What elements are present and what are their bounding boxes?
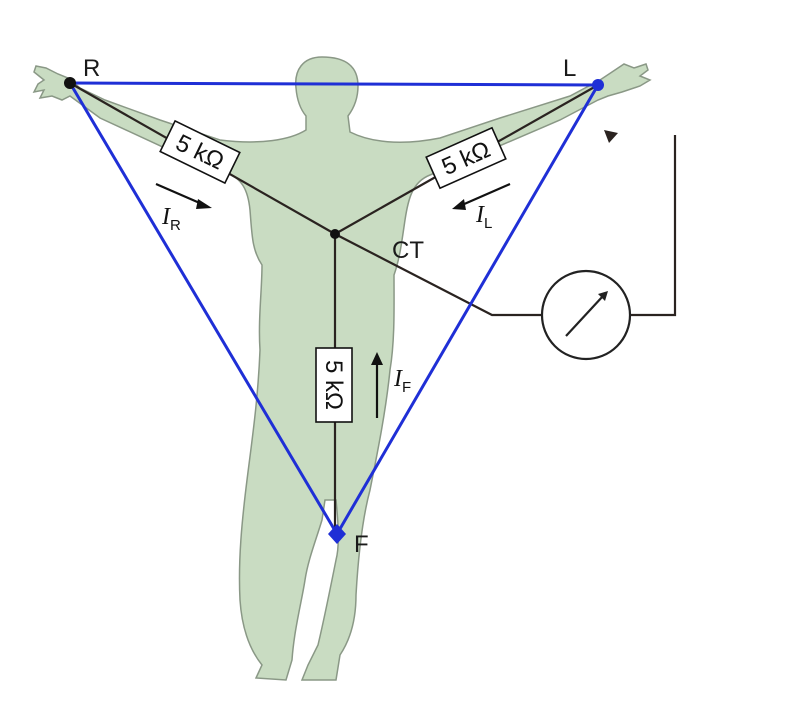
electrode-dot-icon-right [64, 77, 76, 89]
current-arrow-foot [371, 352, 383, 418]
resistor-foot-box [315, 347, 353, 423]
lead-I-line [69, 81, 599, 87]
label-right-arm: R [83, 55, 100, 82]
current-label-left: IL [475, 202, 492, 232]
einthoven-triangle [68, 81, 600, 535]
label-foot: F [354, 531, 369, 558]
resistor-right-box [159, 119, 241, 185]
meter-needle [565, 295, 604, 337]
current-right-subscript: R [170, 217, 181, 234]
current-arrow-right [155, 182, 212, 209]
resistor-left-box [425, 126, 507, 190]
current-left-symbol: I [475, 202, 485, 228]
resistor-foot: 5 kΩ [315, 347, 353, 423]
electrode-dot-icon-foot [328, 524, 346, 544]
meter-return-wire [630, 135, 677, 317]
electrode-dot-icon-left [592, 79, 604, 91]
current-arrow-icon [604, 130, 618, 143]
current-foot-symbol: I [393, 366, 403, 392]
lead-II-line [68, 82, 339, 535]
current-label-right: IR [161, 204, 181, 234]
electrode-dot-icon-ct [330, 229, 340, 239]
current-label-foot: IF [393, 366, 411, 396]
current-left-subscript: L [484, 215, 492, 232]
meter-needle-tip [598, 291, 608, 301]
meter-icon [540, 269, 632, 361]
resistor-right: 5 kΩ [159, 119, 241, 185]
resistor-foot-label: 5 kΩ [320, 360, 347, 410]
current-foot-subscript: F [402, 379, 411, 396]
current-arrow-left [452, 182, 511, 210]
lead-III-line [335, 84, 600, 535]
ct-to-meter-wire [334, 233, 542, 317]
label-central-terminal: CT [392, 237, 424, 264]
label-left-arm: L [563, 55, 576, 82]
current-right-symbol: I [161, 204, 171, 230]
